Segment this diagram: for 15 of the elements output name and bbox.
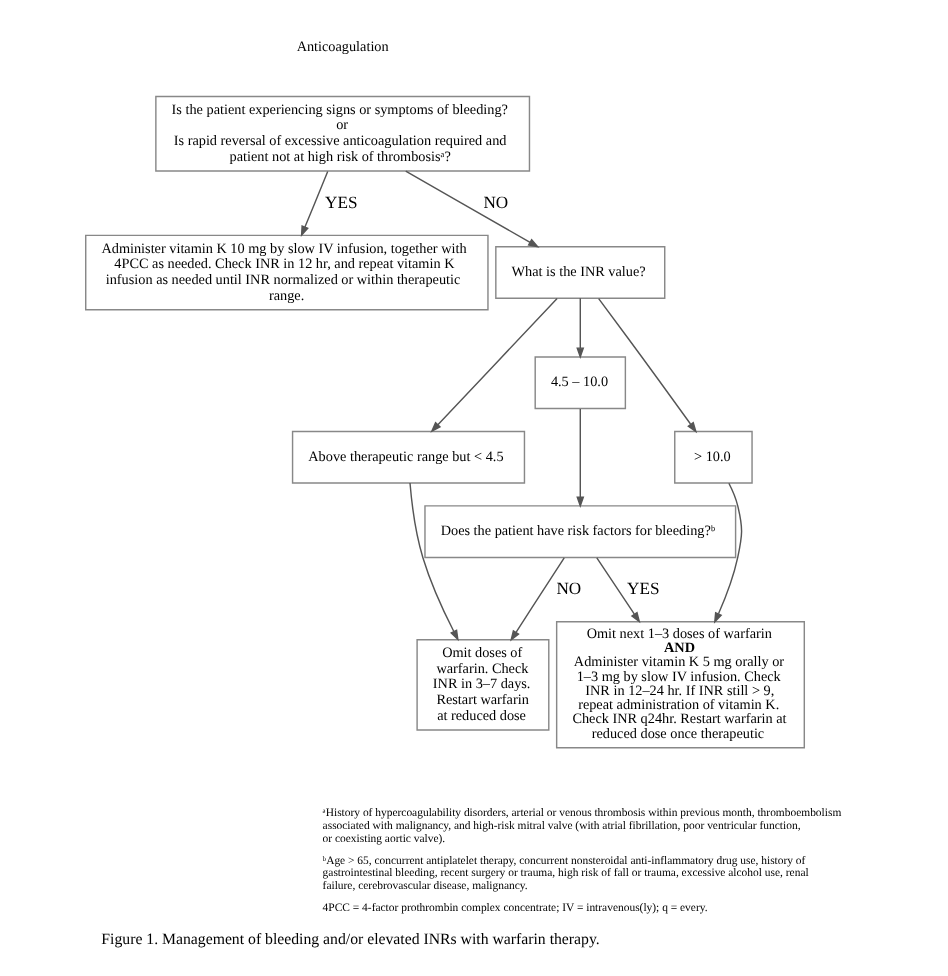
edge-label: NO xyxy=(483,191,509,212)
arrow xyxy=(405,170,540,248)
arrow xyxy=(596,557,641,624)
arrow xyxy=(409,482,459,642)
caption: Figure 1. Management of bleeding and/or elevated INRs with warfarin therapy. xyxy=(101,929,600,948)
edge-label: NO xyxy=(556,578,582,599)
arrow xyxy=(300,170,329,238)
arrow xyxy=(576,408,585,508)
edge-label: YES xyxy=(325,191,358,212)
arrow xyxy=(597,297,698,434)
edge-label: YES xyxy=(627,578,660,599)
arrow xyxy=(713,482,743,624)
arrow xyxy=(576,297,585,359)
arrow xyxy=(430,297,558,433)
arrow xyxy=(510,557,565,642)
